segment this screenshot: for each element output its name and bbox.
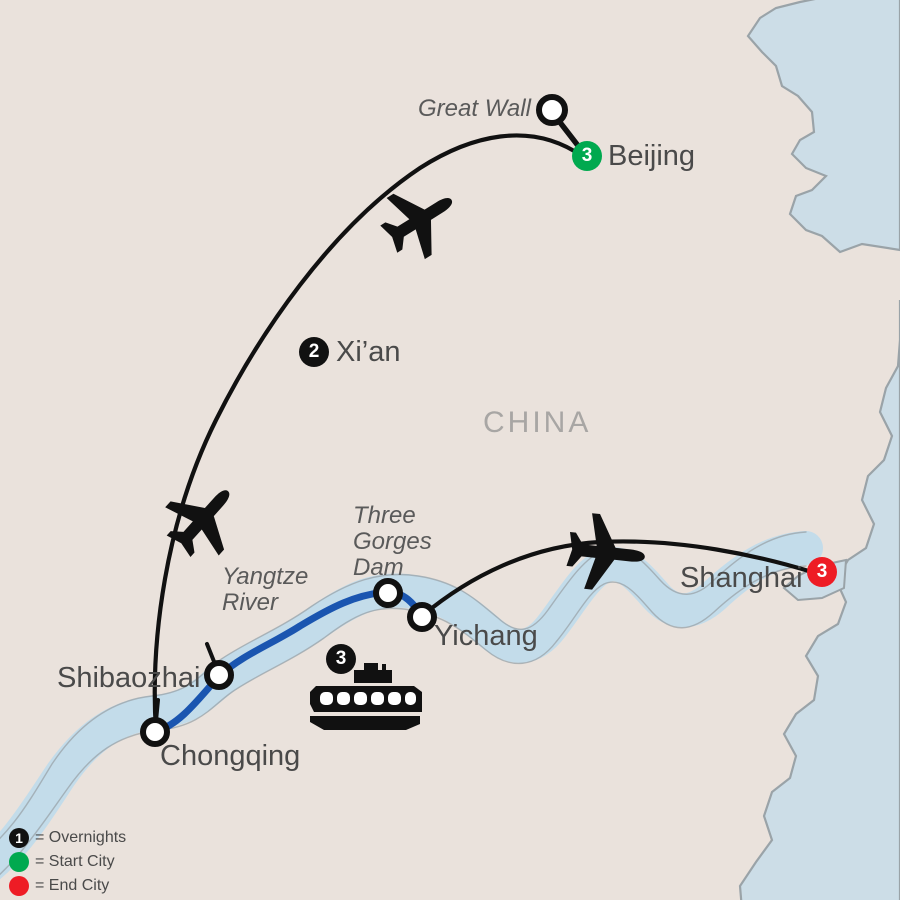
airplane-icon	[380, 193, 453, 260]
flight-route-chongqing-xian-beijing	[152, 133, 585, 734]
overnight-marker-icon: 1	[8, 827, 30, 849]
marker-great-wall[interactable]	[536, 94, 568, 126]
marker-cruise-overnights[interactable]	[326, 644, 356, 674]
legend-start-symbol	[9, 852, 29, 872]
legend-end-city-text: = End City	[35, 877, 110, 894]
water-east-china-sea	[738, 300, 900, 900]
marker-beijing[interactable]	[572, 141, 602, 171]
legend-row-start-city: = Start City	[8, 850, 238, 874]
legend-end-symbol	[9, 876, 29, 896]
marker-three-gorges-dam[interactable]	[373, 578, 403, 608]
marker-yichang[interactable]	[407, 602, 437, 632]
marker-shibaozhai[interactable]	[204, 660, 234, 690]
marker-chongqing[interactable]	[140, 717, 170, 747]
end-city-marker-icon	[8, 875, 30, 897]
legend-row-overnights: 1 = Overnights	[8, 826, 238, 850]
yangtze-river-band-outline	[0, 531, 807, 840]
legend-start-city-text: = Start City	[35, 853, 115, 870]
legend-overnight-symbol: 1	[9, 828, 29, 848]
yangtze-river-band	[0, 531, 823, 880]
legend-row-end-city: = End City	[8, 874, 238, 898]
marker-shanghai[interactable]	[807, 557, 837, 587]
legend: 1 = Overnights = Start City = End City	[8, 826, 238, 898]
marker-xian[interactable]	[299, 337, 329, 367]
airplane-icon	[165, 490, 230, 557]
water-bohai-yellow-sea	[746, 0, 900, 254]
legend-overnights-text: = Overnights	[35, 829, 127, 846]
airplane-icon	[566, 513, 645, 590]
cruise-ship-icon	[310, 663, 422, 730]
start-city-marker-icon	[8, 851, 30, 873]
